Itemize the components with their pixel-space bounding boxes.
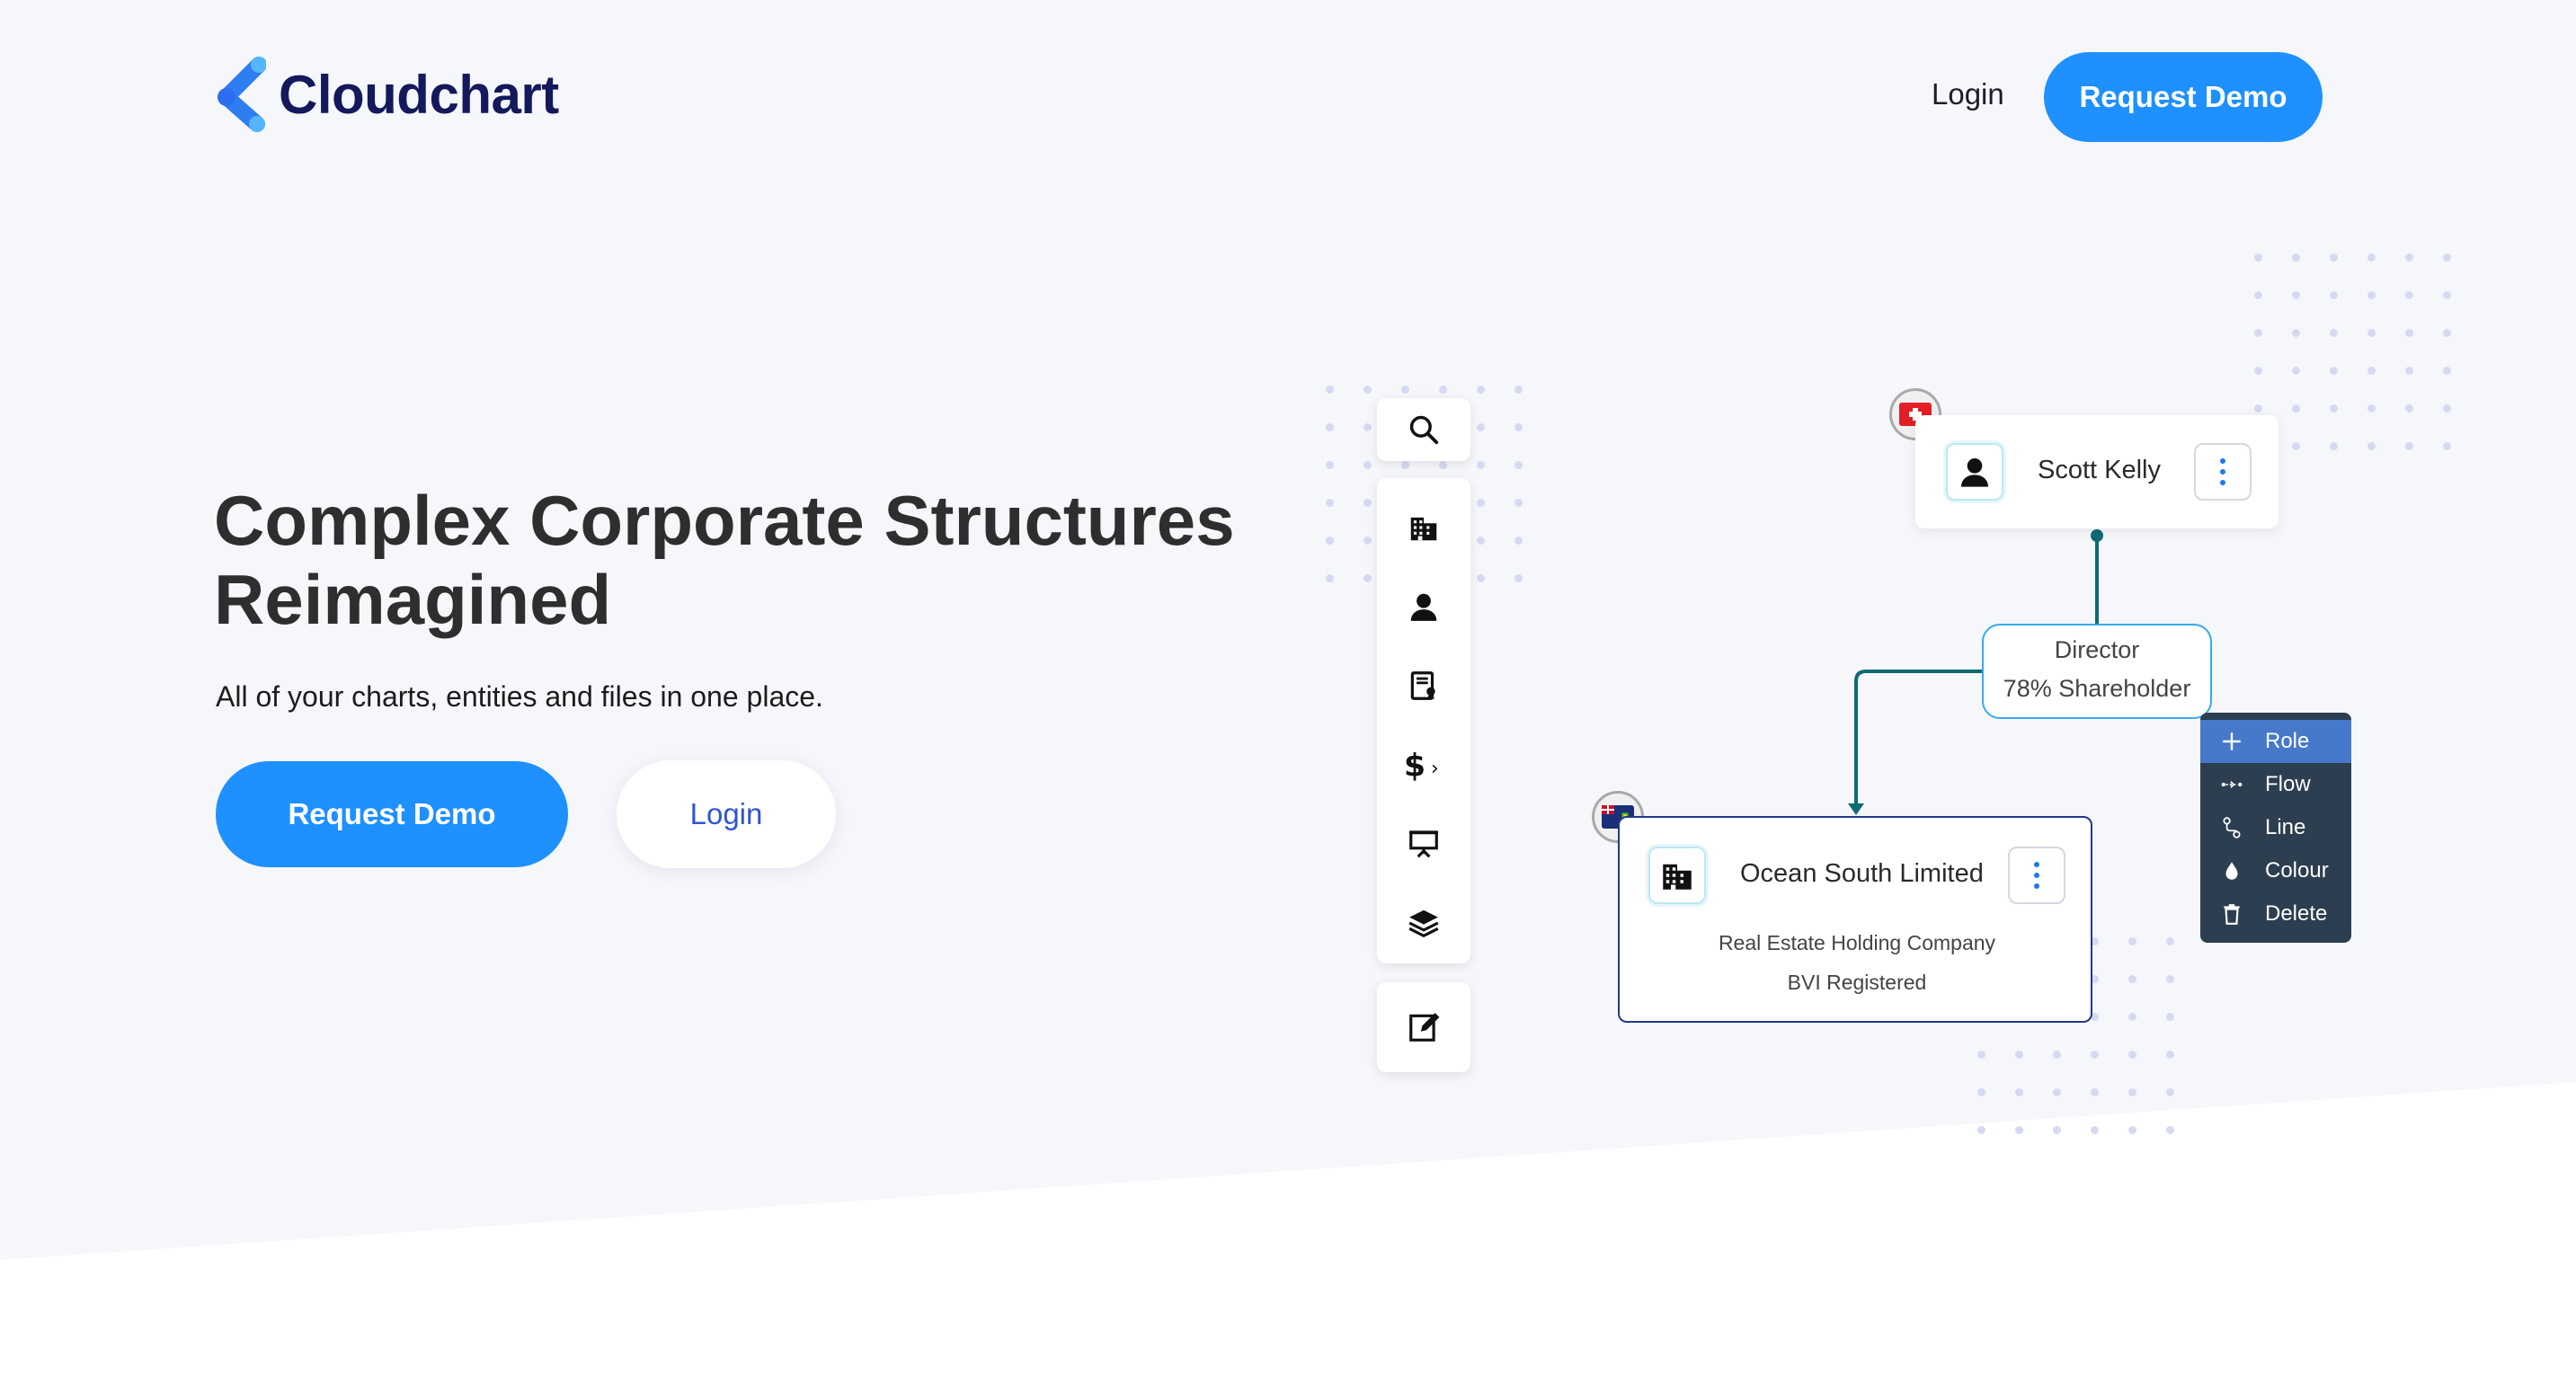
menu-item-role[interactable]: Role [2200,720,2351,763]
node-context-menu: Role Flow Line Colour Delete [2200,713,2351,943]
company-more-button[interactable] [2008,847,2065,904]
flow-icon [2221,781,2243,788]
kebab-menu-icon [2220,456,2225,488]
presentation-icon [1409,830,1438,858]
menu-item-line[interactable]: Line [2200,806,2351,849]
menu-item-flow[interactable]: Flow [2200,763,2351,806]
nav-login-link[interactable]: Login [1932,77,2004,111]
page-title: Complex Corporate Structures Reimagined [214,481,1292,639]
edit-icon [1409,1013,1440,1042]
entity-tool-button[interactable] [1377,499,1470,556]
person-icon [1410,593,1437,621]
person-name: Scott Kelly [2038,456,2161,484]
hero-subtitle: All of your charts, entities and files i… [216,680,823,713]
person-icon [1961,458,1988,487]
logo-icon [218,57,266,132]
dollar-icon: $› [1404,749,1439,782]
person-node[interactable]: Scott Kelly [1915,415,2278,528]
search-tool-button[interactable] [1377,401,1470,458]
layers-tool-button[interactable] [1377,894,1470,952]
menu-item-colour[interactable]: Colour [2200,849,2351,892]
document-icon [1410,671,1435,700]
edit-tool-button[interactable] [1377,998,1470,1056]
transaction-tool-button[interactable]: $› [1377,736,1470,794]
relationship-label[interactable]: Director 78% Shareholder [1982,624,2212,719]
menu-item-label: Line [2265,815,2306,839]
title-line-1: Complex Corporate Structures [214,481,1235,560]
document-tool-button[interactable] [1377,657,1470,714]
plus-icon [2223,732,2241,750]
person-node-icon [1946,443,2003,501]
presentation-tool-button[interactable] [1377,815,1470,873]
menu-item-label: Role [2265,729,2310,753]
company-node[interactable]: Ocean South Limited Real Estate Holding … [1618,816,2092,1023]
building-icon [1663,864,1692,890]
person-more-button[interactable] [2194,443,2252,501]
login-button[interactable]: Login [617,760,836,868]
edit-panel [1377,982,1470,1072]
brand-name: Cloudchart [279,64,559,125]
request-demo-button[interactable]: Request Demo [216,761,568,867]
search-panel [1377,398,1470,461]
drop-icon [2225,862,2238,880]
tool-palette: $› [1377,478,1470,963]
company-type: Real Estate Holding Company [1718,931,1996,954]
relationship-detail: 78% Shareholder [2003,675,2191,702]
layers-icon [1408,909,1439,938]
person-tool-button[interactable] [1377,578,1470,635]
company-node-icon [1648,847,1706,904]
kebab-menu-icon [2034,859,2039,892]
brand-logo[interactable]: Cloudchart [214,56,559,133]
menu-item-label: Colour [2265,858,2329,883]
svg-text:›: › [1431,757,1439,780]
nav-request-demo-button[interactable]: Request Demo [2044,52,2323,142]
company-registration: BVI Registered [1787,971,1927,994]
svg-text:$: $ [1404,749,1426,782]
search-icon [1409,415,1439,445]
trash-icon [2224,904,2240,925]
company-name: Ocean South Limited [1740,859,1984,888]
building-icon [1410,517,1437,541]
title-line-2: Reimagined [214,560,612,639]
relationship-role: Director [2054,636,2140,663]
line-icon [2223,817,2241,838]
menu-item-label: Delete [2265,901,2328,926]
menu-item-label: Flow [2265,772,2311,796]
dot-grid-decoration [2254,253,2451,450]
menu-item-delete[interactable]: Delete [2200,892,2351,936]
